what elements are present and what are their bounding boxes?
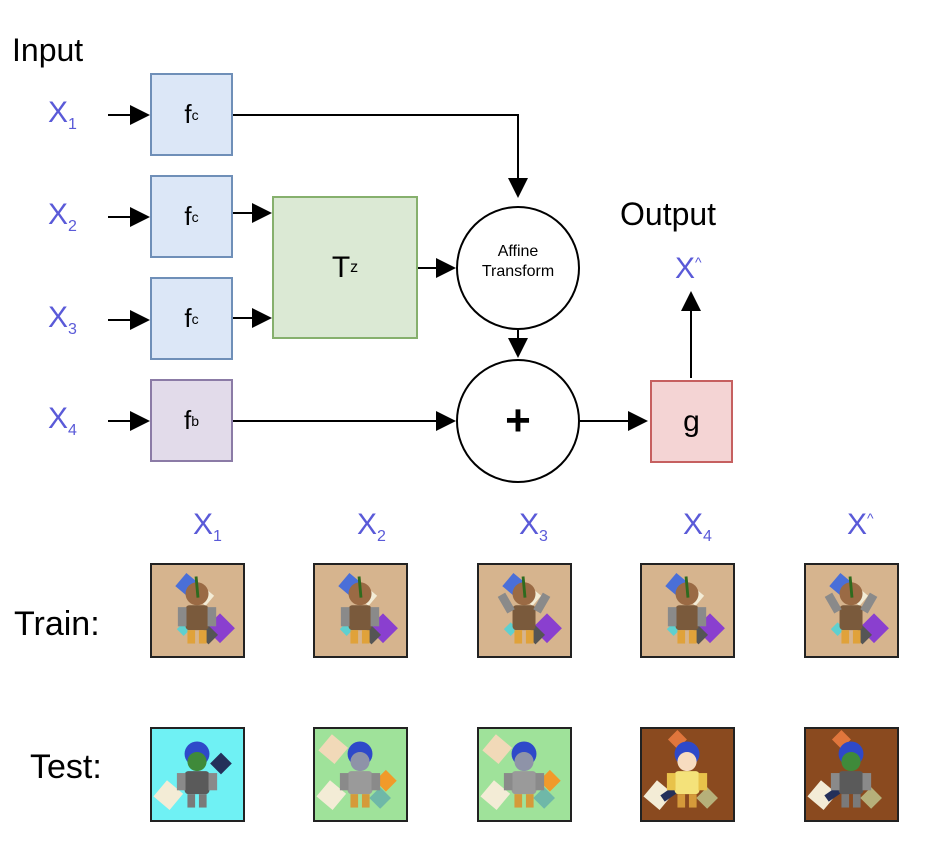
- sum-node: [456, 359, 580, 483]
- train-sprite-tile-4: [640, 563, 735, 658]
- test-sprite-image-5: [806, 729, 897, 820]
- column-header-x1: X1: [193, 508, 222, 545]
- row-label-test: Test:: [30, 748, 102, 786]
- train-sprite-image-5: [806, 565, 897, 656]
- output-title: Output: [620, 196, 717, 232]
- input-title: Input: [12, 32, 84, 68]
- input-x2: X2: [48, 198, 77, 235]
- decoder-g: g: [650, 380, 733, 463]
- test-sprite-tile-5: [804, 727, 899, 822]
- test-sprite-image-3: [479, 729, 570, 820]
- test-sprite-tile-3: [477, 727, 572, 822]
- train-sprite-image-2: [315, 565, 406, 656]
- test-sprite-image-4: [642, 729, 733, 820]
- test-sprite-tile-4: [640, 727, 735, 822]
- column-header-x2: X2: [357, 508, 386, 545]
- column-header-x3: X3: [519, 508, 548, 545]
- train-sprite-image-3: [479, 565, 570, 656]
- test-sprite-image-1: [152, 729, 243, 820]
- test-sprite-tile-2: [313, 727, 408, 822]
- column-header-x-hat: X^: [847, 508, 874, 541]
- sum-symbol: +: [505, 396, 531, 445]
- column-header-x4: X4: [683, 508, 712, 545]
- train-sprite-image-1: [152, 565, 243, 656]
- affine-transform-label: Affine Transform: [481, 243, 555, 280]
- train-sprite-tile-3: [477, 563, 572, 658]
- test-sprite-tile-1: [150, 727, 245, 822]
- output-x-hat: X^: [675, 252, 702, 285]
- train-sprite-tile-1: [150, 563, 245, 658]
- input-x1: X1: [48, 96, 77, 133]
- arrow-fc1-to-affine: [233, 114, 528, 198]
- input-x4: X4: [48, 402, 77, 439]
- test-sprite-image-2: [315, 729, 406, 820]
- train-sprite-tile-2: [313, 563, 408, 658]
- train-sprite-tile-5: [804, 563, 899, 658]
- row-label-train: Train:: [14, 605, 100, 643]
- input-x3: X3: [48, 301, 77, 338]
- train-sprite-image-4: [642, 565, 733, 656]
- affine-transform-node: [456, 206, 580, 330]
